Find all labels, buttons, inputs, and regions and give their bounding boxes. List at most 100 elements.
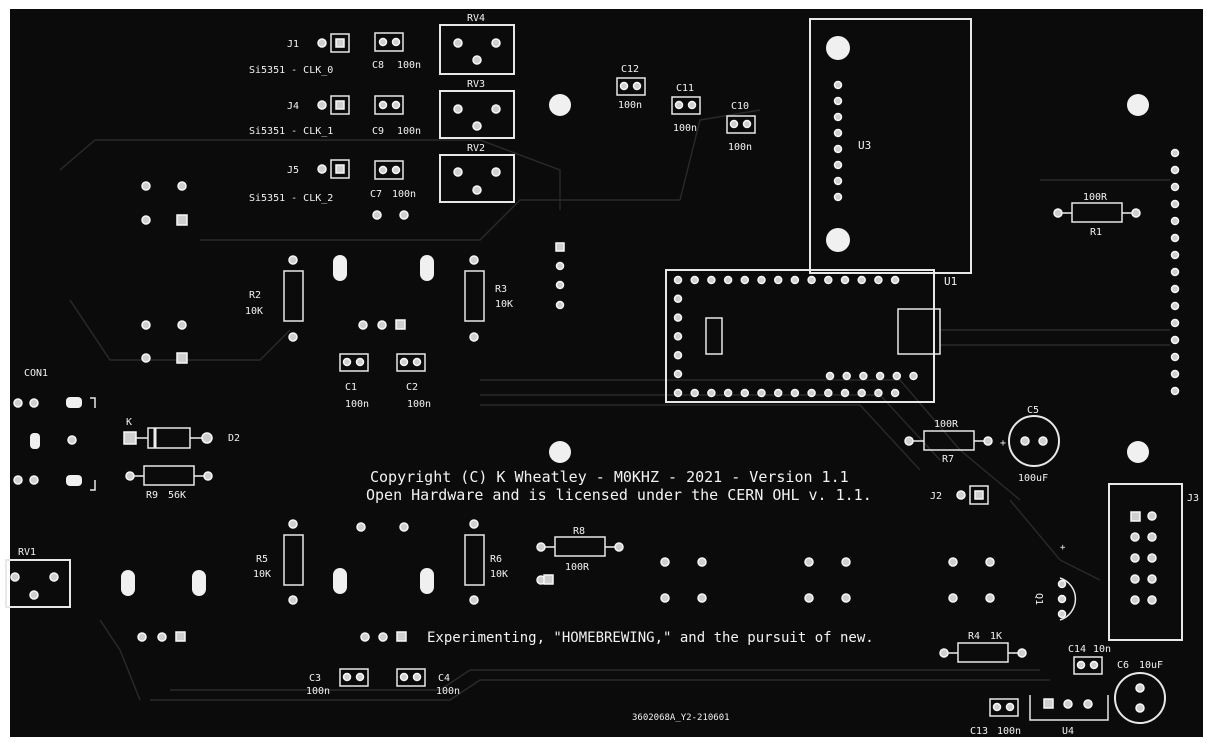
copyright-text: Copyright (C) K Wheatley - M0KHZ - 2021 … xyxy=(370,468,849,486)
u1-pin xyxy=(807,388,816,398)
u1-pin xyxy=(690,275,699,285)
u1-pin xyxy=(673,350,683,360)
u1-pin xyxy=(840,388,850,398)
label-clk2: Si5351 - CLK_2 xyxy=(249,193,333,204)
label-c4: C4 xyxy=(438,673,450,684)
value-c9: 100n xyxy=(397,126,421,137)
label-r8: R8 xyxy=(573,526,585,537)
pin-column xyxy=(555,242,565,310)
label-clk0: Si5351 - CLK_0 xyxy=(249,65,333,76)
capacitor-c14: C14 10n xyxy=(1068,644,1111,675)
value-c14: 10n xyxy=(1093,644,1111,655)
value-c1: 100n xyxy=(345,399,369,410)
label-j3: J3 xyxy=(1187,493,1199,504)
mounting-hole xyxy=(549,94,571,116)
u1-pin xyxy=(875,371,885,381)
u1-pin xyxy=(824,388,833,398)
trimmer-rv3: RV3 xyxy=(439,79,515,139)
trimmer-rv2: RV2 xyxy=(439,143,515,203)
u1-pin xyxy=(773,275,783,285)
u1-pin xyxy=(757,275,766,285)
label-r1: R1 xyxy=(1090,227,1102,238)
oval-pads-bottom xyxy=(121,522,434,642)
resistor-r8: R8 100R xyxy=(536,526,624,585)
value-c5: 100uF xyxy=(1018,473,1048,484)
capacitor-c11: C11 100n xyxy=(671,83,701,134)
resistor-r7: 100R R7 xyxy=(904,419,993,465)
label-c9: C9 xyxy=(372,126,384,137)
value-c2: 100n xyxy=(407,399,431,410)
label-j4: J4 xyxy=(287,101,299,112)
value-c6: 10uF xyxy=(1139,660,1163,671)
u1-pin xyxy=(707,275,716,285)
value-c7: 100n xyxy=(392,189,416,200)
label-c11: C11 xyxy=(676,83,694,94)
header-j2: J2 xyxy=(930,485,989,505)
u1-pin xyxy=(840,275,850,285)
u1-pin xyxy=(857,388,866,398)
resistor-r2: R2 10K xyxy=(245,255,304,342)
u1-pin xyxy=(790,388,800,398)
capacitor-c3: C3 100n xyxy=(306,668,369,697)
u1-pin xyxy=(874,388,883,398)
plus-sign: + xyxy=(1060,543,1066,553)
motto-text: Experimenting, "HOMEBREWING," and the pu… xyxy=(427,630,874,646)
label-c14: C14 xyxy=(1068,644,1086,655)
resistor-r1: 100R R1 xyxy=(1053,192,1141,238)
u1-pin xyxy=(859,371,868,381)
value-c3: 100n xyxy=(306,686,330,697)
module-u3: U3 xyxy=(809,18,972,274)
u1-pin xyxy=(807,275,816,285)
module-u1: U1 xyxy=(665,269,957,403)
oval-pads-top xyxy=(333,255,434,330)
u1-pin xyxy=(874,275,883,285)
button-footprint xyxy=(660,557,707,603)
capacitor-c1: C1 100n xyxy=(339,353,369,410)
header-j5: J5 Si5351 - CLK_2 xyxy=(249,159,350,204)
capacitor-c6: C6 10uF xyxy=(1114,660,1166,724)
value-c4: 100n xyxy=(436,686,460,697)
label-c8: C8 xyxy=(372,60,384,71)
pcb-substrate xyxy=(10,9,1203,737)
label-c6: C6 xyxy=(1117,660,1129,671)
left-pads xyxy=(141,181,188,364)
capacitor-c8: C8 100n xyxy=(372,32,421,71)
label-k: K xyxy=(126,417,132,428)
capacitor-c9: C9 100n xyxy=(372,95,421,137)
label-rv1: RV1 xyxy=(18,547,36,558)
u1-pin xyxy=(842,371,851,381)
label-clk1: Si5351 - CLK_1 xyxy=(249,126,333,137)
u1-pin xyxy=(673,332,683,341)
label-con1: CON1 xyxy=(24,368,48,379)
u3-pins xyxy=(833,80,843,202)
license-text: Open Hardware and is licensed under the … xyxy=(366,486,872,504)
value-r5: 10K xyxy=(253,569,271,580)
value-r3: 10K xyxy=(495,299,513,310)
button-footprint xyxy=(948,557,995,603)
value-c11: 100n xyxy=(673,123,697,134)
diode-d2: K D2 xyxy=(123,417,240,449)
connector-j3: J3 xyxy=(1108,483,1199,641)
label-j2: J2 xyxy=(930,491,942,502)
u1-pins xyxy=(673,275,918,398)
label-c7: C7 xyxy=(370,189,382,200)
value-r7: 100R xyxy=(934,419,959,430)
label-u3: U3 xyxy=(858,139,871,152)
label-u4: U4 xyxy=(1062,726,1074,737)
resistor-r4: R4 1K xyxy=(939,631,1027,663)
resistor-r9: R9 56K xyxy=(125,465,213,501)
label-rv3: RV3 xyxy=(467,79,485,90)
label-u1: U1 xyxy=(944,275,957,288)
board-id-text: 3602068A_Y2-210601 xyxy=(632,713,730,723)
u1-pin xyxy=(690,388,699,398)
u1-pin xyxy=(723,275,733,285)
capacitor-c7: C7 100n xyxy=(370,160,416,220)
u1-pin xyxy=(673,388,683,398)
label-q1: Q1 xyxy=(1033,593,1044,605)
u1-pin xyxy=(673,369,683,379)
u1-pin xyxy=(723,388,733,398)
transistor-q1: + Q1 xyxy=(1033,543,1077,621)
u1-pin xyxy=(825,371,835,381)
value-r6: 10K xyxy=(490,569,508,580)
label-r4: R4 xyxy=(968,631,980,642)
